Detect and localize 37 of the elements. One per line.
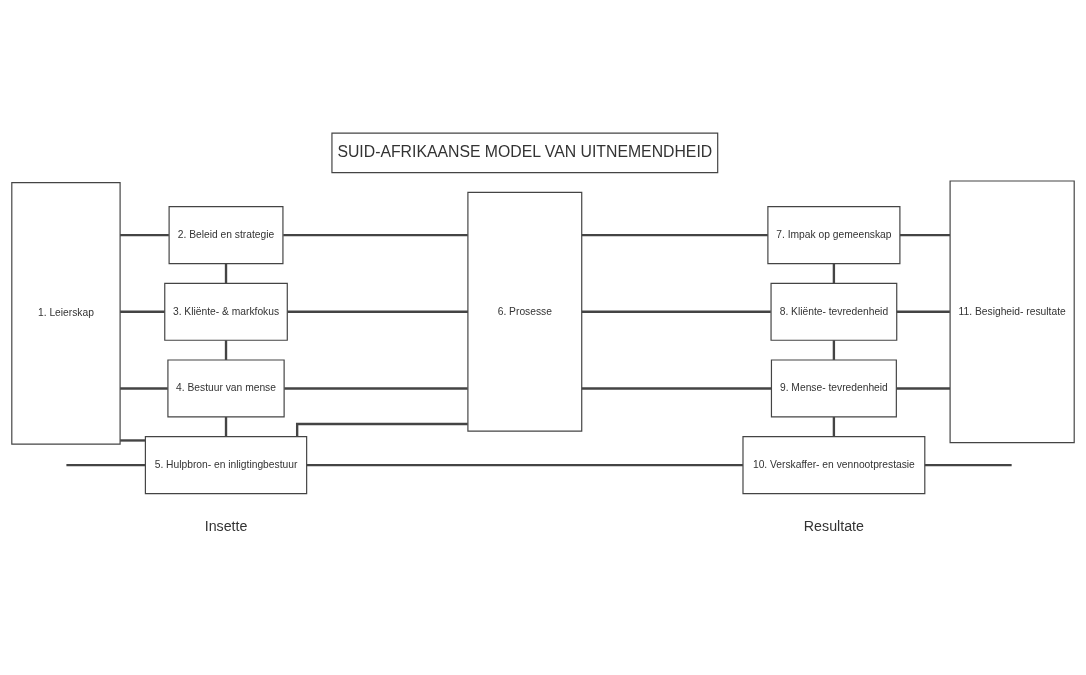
node-box: 10. Verskaffer- en vennootprestasie — [742, 436, 926, 495]
node-box: 1. Leierskap — [11, 181, 121, 445]
connector — [896, 310, 950, 313]
connector — [287, 310, 468, 313]
connector — [295, 422, 468, 437]
node-box: SUID-AFRIKAANSE MODEL VAN UITNEMENDHEID — [331, 132, 719, 174]
node-box: 5. Hulpbron- en inligtingbestuur — [144, 436, 308, 495]
connector — [120, 233, 169, 237]
connector — [832, 340, 836, 360]
node-box: 9. Mense- tevredenheid — [770, 359, 897, 418]
connector — [224, 263, 228, 284]
connector — [896, 387, 950, 390]
node-box: 7. Impak op gemeenskap — [767, 206, 901, 265]
connector — [581, 233, 768, 237]
node-box: 3. Kliënte- & markfokus — [164, 282, 288, 341]
connector — [306, 463, 743, 467]
connector — [120, 310, 165, 313]
node-box: 2. Beleid en strategie — [168, 206, 284, 265]
connector — [120, 439, 146, 442]
connector — [120, 387, 168, 390]
node-box: 4. Bestuur van mense — [167, 359, 285, 418]
node-box: 11. Besigheid- resultate — [949, 180, 1075, 444]
connector — [224, 417, 228, 437]
connector — [832, 417, 836, 437]
connector — [66, 463, 146, 467]
connector — [900, 233, 950, 237]
label: Insette — [204, 518, 248, 535]
node-box: 6. Prosesse — [467, 191, 583, 432]
connector — [283, 233, 468, 237]
connector — [581, 387, 772, 390]
connector — [924, 463, 1012, 467]
connector — [832, 263, 836, 284]
connector — [284, 387, 468, 390]
connector — [581, 310, 771, 313]
label: Resultate — [803, 518, 864, 535]
connector — [224, 340, 228, 360]
node-box: 8. Kliënte- tevredenheid — [770, 282, 898, 341]
